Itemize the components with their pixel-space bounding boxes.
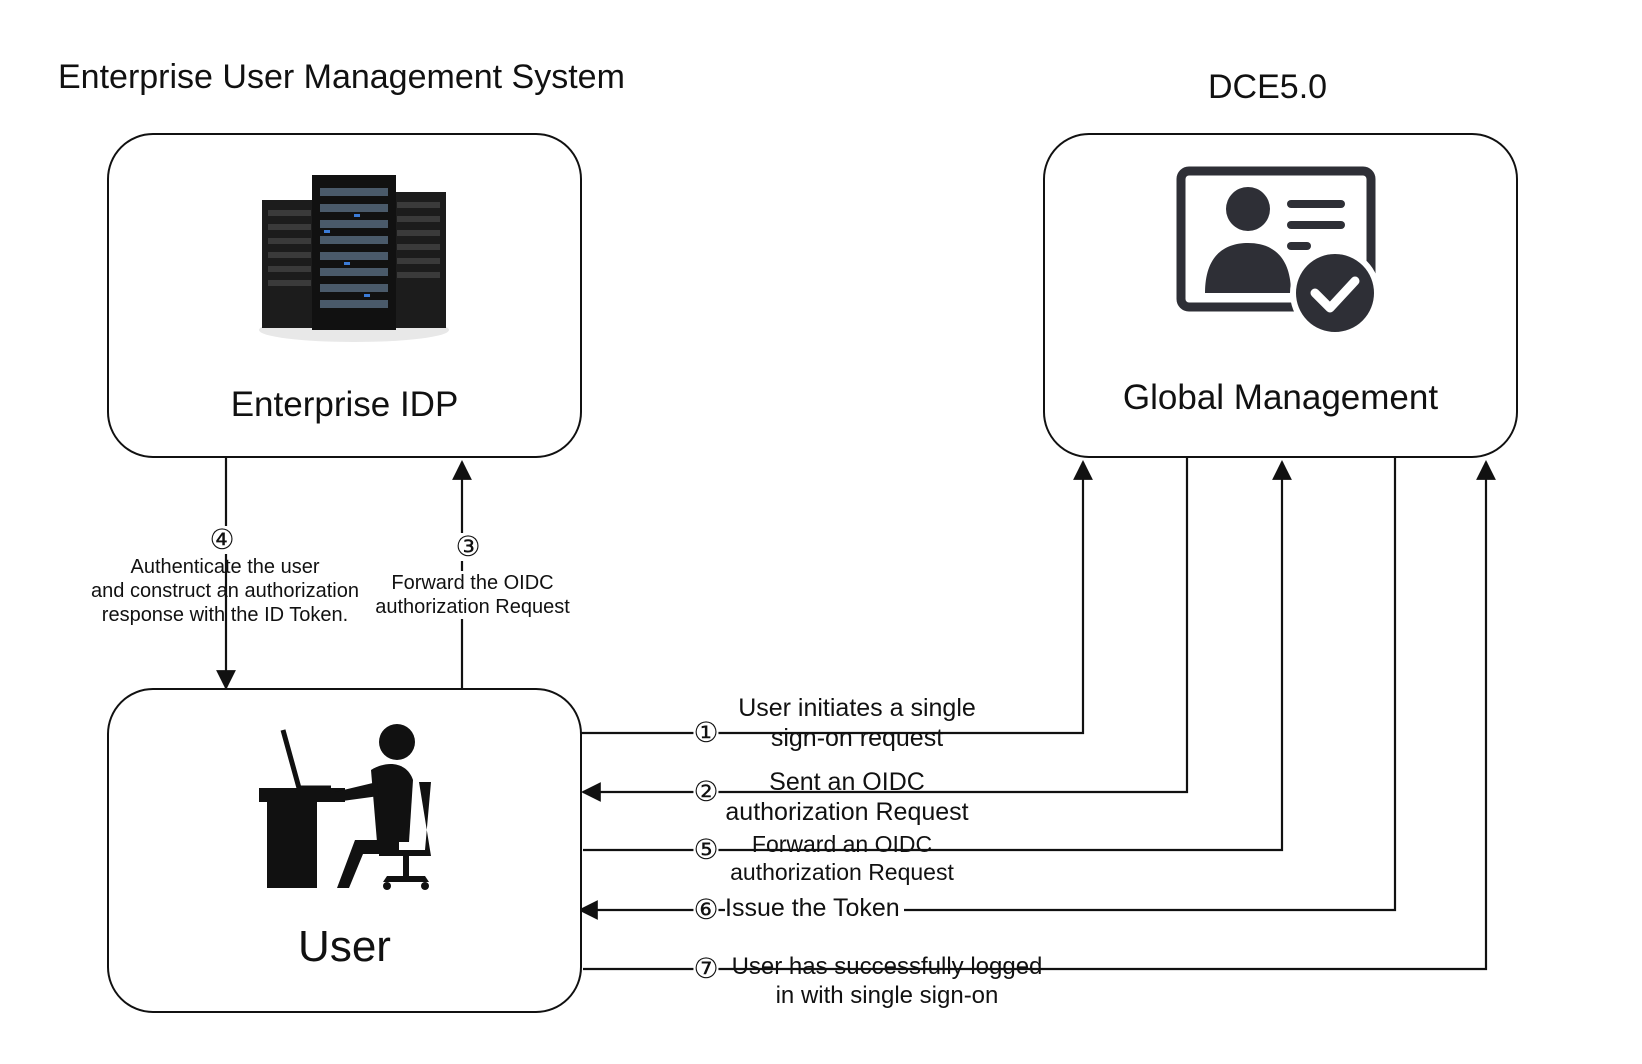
right-title: DCE5.0: [1208, 68, 1328, 106]
step-5-label: Forward an OIDC authorization Request: [730, 831, 954, 885]
server-rack-icon: [259, 175, 449, 342]
global-management-label: Global Management: [1122, 378, 1439, 417]
step-6-number: ⑥: [693, 894, 719, 925]
step-2-label: Sent an OIDC authorization Request: [725, 768, 969, 826]
step-7-number: ⑦: [693, 953, 719, 984]
step-6-label: Issue the Token: [725, 893, 904, 923]
step-3-number: ③: [455, 531, 481, 562]
step-3-label: Forward the OIDC authorization Request: [365, 571, 580, 619]
step-4-label: Authenticate the user and construct an a…: [91, 556, 359, 626]
user-label: User: [298, 922, 391, 971]
id-card-check-icon: [1176, 166, 1380, 338]
step-4-number: ④: [209, 524, 235, 555]
idp-label: Enterprise IDP: [230, 385, 459, 424]
step-2-number: ②: [693, 776, 719, 807]
enterprise-idp-node: Enterprise IDP: [107, 133, 582, 458]
user-node: User: [107, 688, 582, 1013]
step-1-number: ①: [693, 717, 719, 748]
step-5-number: ⑤: [693, 834, 719, 865]
arrow-step-1: [580, 460, 1093, 735]
step-1-label: User initiates a single sign-on request: [738, 694, 976, 752]
step-7-label: User has successfully logged in with sin…: [731, 953, 1043, 1009]
arrow-step-7: [583, 460, 1496, 971]
arrow-step-5: [583, 460, 1292, 852]
user-at-desk-icon: [259, 724, 431, 890]
global-management-node: Global Management: [1043, 133, 1518, 458]
left-title: Enterprise User Management System: [58, 58, 625, 96]
arrow-step-2: [581, 458, 1189, 802]
